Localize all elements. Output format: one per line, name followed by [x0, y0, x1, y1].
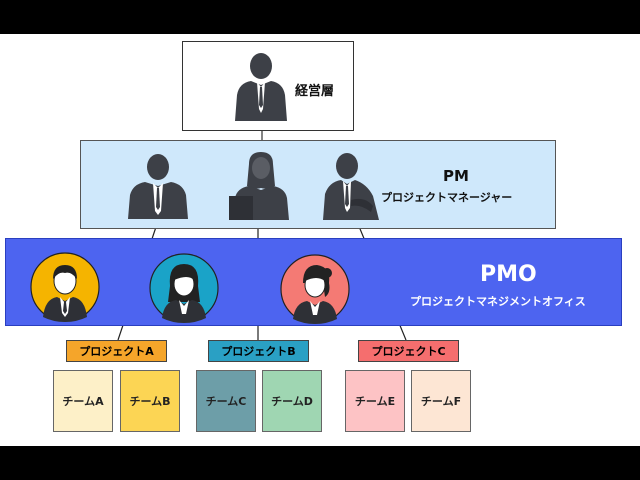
pm-title: PM	[443, 167, 469, 185]
project-b-tag: プロジェクトB	[208, 340, 309, 362]
project-a-tag: プロジェクトA	[66, 340, 167, 362]
female-avatar-icon	[149, 253, 219, 323]
female-avatar-icon	[280, 254, 350, 324]
project-c-tag: プロジェクトC	[358, 340, 459, 362]
team-e-box: チームE	[345, 370, 405, 432]
male-avatar-icon	[30, 252, 100, 322]
team-a-box: チームA	[53, 370, 113, 432]
team-c-box: チームC	[196, 370, 256, 432]
team-b-box: チームB	[120, 370, 180, 432]
executive-person-icon	[235, 53, 287, 121]
team-d-box: チームD	[262, 370, 322, 432]
pmo-subtitle: プロジェクトマネジメントオフィス	[410, 295, 586, 308]
female-manager-icon	[229, 152, 289, 220]
male-manager-icon	[323, 153, 379, 220]
org-chart-canvas: 経営層 PM プロジェクトマネージャー PMO プロジェクトマネジメントオフィス	[0, 34, 640, 446]
pmo-title: PMO	[480, 262, 537, 287]
male-manager-icon	[128, 154, 188, 219]
executive-box: 経営層	[182, 41, 354, 131]
pm-subtitle: プロジェクトマネージャー	[381, 191, 513, 204]
pm-box: PM プロジェクトマネージャー	[80, 140, 556, 229]
executive-label: 経営層	[295, 84, 335, 99]
team-f-box: チームF	[411, 370, 471, 432]
